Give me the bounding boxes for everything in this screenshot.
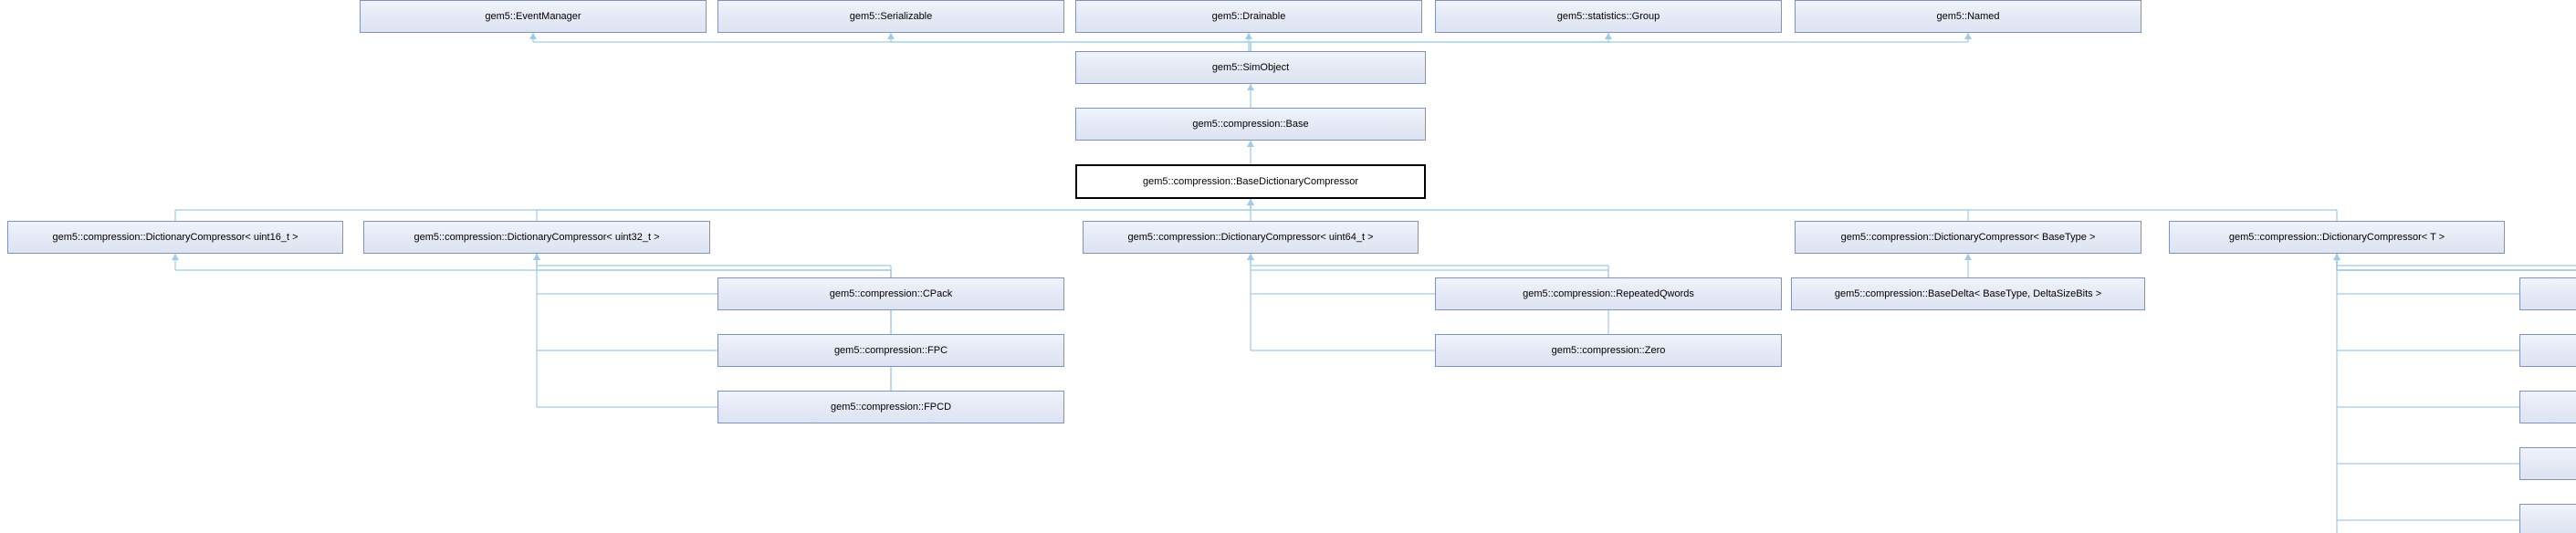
class-node-label: gem5::compression::RepeatedQwords	[1523, 288, 1694, 299]
class-node-base[interactable]: gem5::compression::Base	[1075, 108, 1426, 141]
class-node-label: gem5::compression::DictionaryCompressor<…	[2228, 232, 2445, 243]
class-node-label: gem5::compression::BaseDictionaryCompres…	[1143, 176, 1358, 187]
class-node-label: gem5::Named	[1936, 11, 2000, 22]
class-node-label: gem5::Drainable	[1211, 11, 1286, 22]
class-node-statsgroup[interactable]: gem5::statistics::Group	[1435, 0, 1782, 33]
class-node-bd-u64-32[interactable]: gem5::compression::BaseDelta< uint64_t, …	[2519, 504, 2576, 533]
class-node-bd-u16-8[interactable]: gem5::compression::BaseDelta< uint16_t, …	[2519, 277, 2576, 310]
class-node-label: gem5::compression::DictionaryCompressor<…	[1840, 232, 2096, 243]
class-node-dc-uint32[interactable]: gem5::compression::DictionaryCompressor<…	[363, 221, 710, 254]
class-node-label: gem5::compression::DictionaryCompressor<…	[1127, 232, 1374, 243]
class-node-fpc[interactable]: gem5::compression::FPC	[717, 334, 1064, 367]
class-node-label: gem5::compression::Base	[1192, 119, 1309, 130]
class-node-label: gem5::Serializable	[849, 11, 933, 22]
class-node-bd-u64-16[interactable]: gem5::compression::BaseDelta< uint64_t, …	[2519, 447, 2576, 480]
class-node-fpcd[interactable]: gem5::compression::FPCD	[717, 391, 1064, 423]
class-node-label: gem5::compression::DictionaryCompressor<…	[414, 232, 660, 243]
class-node-bd-u32-16[interactable]: gem5::compression::BaseDelta< uint32_t, …	[2519, 334, 2576, 367]
class-node-named[interactable]: gem5::Named	[1795, 0, 2141, 33]
class-node-serializable[interactable]: gem5::Serializable	[717, 0, 1064, 33]
class-node-simobject[interactable]: gem5::SimObject	[1075, 51, 1426, 84]
class-node-dc-uint64[interactable]: gem5::compression::DictionaryCompressor<…	[1083, 221, 1419, 254]
class-node-repeatedqwords[interactable]: gem5::compression::RepeatedQwords	[1435, 277, 1782, 310]
class-node-cpack[interactable]: gem5::compression::CPack	[717, 277, 1064, 310]
class-node-bd-u32-8[interactable]: gem5::compression::BaseDelta< uint32_t, …	[2519, 391, 2576, 423]
class-node-label: gem5::compression::CPack	[829, 288, 953, 299]
class-node-label: gem5::EventManager	[485, 11, 581, 22]
class-node-zero[interactable]: gem5::compression::Zero	[1435, 334, 1782, 367]
class-node-label: gem5::compression::BaseDelta< BaseType, …	[1834, 288, 2102, 299]
class-node-dc-t[interactable]: gem5::compression::DictionaryCompressor<…	[2169, 221, 2505, 254]
class-node-label: gem5::compression::FPC	[833, 345, 948, 356]
class-node-drainable[interactable]: gem5::Drainable	[1075, 0, 1422, 33]
class-node-basedictcomp[interactable]: gem5::compression::BaseDictionaryCompres…	[1075, 164, 1426, 199]
class-node-label: gem5::statistics::Group	[1556, 11, 1660, 22]
class-node-label: gem5::compression::DictionaryCompressor<…	[52, 232, 298, 243]
class-node-basedelta-tpl[interactable]: gem5::compression::BaseDelta< BaseType, …	[1791, 277, 2145, 310]
class-node-eventmanager[interactable]: gem5::EventManager	[360, 0, 707, 33]
class-node-dc-uint16[interactable]: gem5::compression::DictionaryCompressor<…	[7, 221, 343, 254]
class-node-dc-basetype[interactable]: gem5::compression::DictionaryCompressor<…	[1795, 221, 2141, 254]
class-node-label: gem5::SimObject	[1211, 62, 1290, 73]
class-node-label: gem5::compression::Zero	[1551, 345, 1666, 356]
class-node-label: gem5::compression::FPCD	[830, 402, 952, 413]
